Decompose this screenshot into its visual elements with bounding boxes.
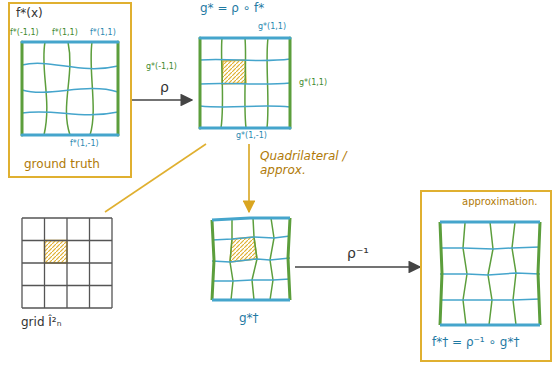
mapping-arrow (132, 99, 192, 101)
illustration-shape (230, 219, 233, 300)
node-heading: approximation. (462, 196, 537, 208)
node-heading: g* = ρ ∘ f* (200, 2, 264, 16)
illustration-shape (440, 222, 442, 325)
illustration-shape (22, 218, 112, 308)
illustration-shape (440, 324, 540, 327)
illustration-shape (212, 279, 290, 281)
node-heading: g*† (239, 312, 259, 326)
mapping-arrow (105, 144, 206, 212)
approximation-grid (440, 222, 540, 325)
illustration-shape (22, 134, 118, 137)
illustration-shape (22, 63, 118, 68)
illustration-shape (200, 83, 290, 84)
illustration-shape (199, 38, 202, 128)
illustration-shape (440, 247, 540, 249)
quadrilateral-grid (212, 218, 290, 300)
edge-label: Quadrilateral / approx. (258, 150, 374, 178)
corner-label: f*(1,1) (90, 28, 116, 37)
node-caption: ground truth (24, 158, 100, 172)
illustration-shape (212, 258, 290, 262)
corner-label: g*(1,1) (258, 22, 286, 31)
illustration-shape (222, 60, 246, 84)
node-heading: grid Î²ₙ (21, 316, 61, 330)
illustration-shape (117, 42, 120, 135)
illustration-shape (44, 42, 47, 135)
illustration-shape (200, 59, 290, 61)
illustration-shape (212, 299, 290, 302)
quadrilateral-grid-box: g*† (205, 212, 295, 335)
illustration-shape (200, 37, 290, 40)
corner-label: f*(1,1) (52, 28, 78, 37)
illustration-shape (22, 41, 118, 44)
illustration-shape (538, 222, 540, 325)
regular-grid-box: grid Î²ₙ (15, 212, 115, 340)
illustration-shape (267, 38, 268, 128)
illustration-shape (212, 218, 290, 220)
ground-truth-grid (22, 42, 118, 135)
illustration-shape (22, 218, 112, 308)
corner-label: f*(-1,1) (10, 28, 39, 37)
illustration-shape (45, 241, 68, 264)
edge-label: ρ (158, 79, 171, 95)
regular-grid (22, 218, 112, 308)
illustration-shape (66, 42, 70, 135)
mapping-arrow (295, 266, 420, 268)
mapping-arrow (248, 144, 250, 212)
node-caption: f*† = ρ⁻¹ ∘ g*† (432, 336, 519, 350)
corner-label: g*(-1,1) (146, 62, 177, 71)
illustration-shape (22, 89, 118, 93)
node-heading: f*(x) (16, 7, 43, 21)
illustration-shape (440, 221, 540, 224)
illustration-shape (200, 106, 290, 107)
illustration-shape (230, 237, 257, 262)
illustration-shape (245, 38, 246, 128)
mapped-grid (200, 38, 290, 128)
illustration-shape (200, 127, 290, 130)
corner-label: f*(1,-1) (70, 139, 99, 148)
corner-label: g*(1,1) (299, 78, 327, 87)
illustration-shape (212, 220, 214, 300)
illustration-shape (289, 38, 292, 128)
corner-label: g*(1,-1) (236, 131, 267, 140)
illustration-shape (212, 236, 290, 240)
illustration-shape (440, 299, 540, 300)
illustration-shape (288, 218, 290, 300)
illustration-shape (22, 112, 118, 115)
approximation-box: approximation. f*† = ρ⁻¹ ∘ g*† (420, 190, 552, 362)
illustration-shape (21, 42, 24, 135)
edge-label: ρ⁻¹ (345, 245, 371, 261)
illustration-shape (440, 273, 540, 275)
illustration-shape (488, 222, 493, 325)
